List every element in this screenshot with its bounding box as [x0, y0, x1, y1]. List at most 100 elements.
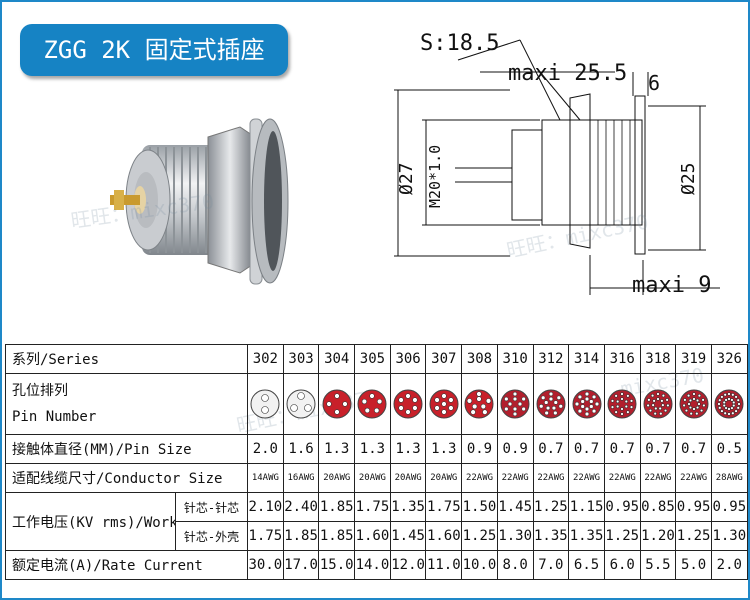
- voltage-cell: 1.85: [318, 521, 356, 551]
- series-cell: 303: [282, 344, 320, 374]
- pin-hole: [727, 407, 731, 411]
- pin-layout-icon: [679, 389, 709, 419]
- dim-diameter-25: Ø25: [678, 162, 699, 195]
- pin-layout-cell: [675, 373, 712, 435]
- pin-hole: [620, 392, 624, 396]
- pin-hole: [727, 397, 731, 401]
- pin-hole: [654, 406, 658, 411]
- pin-hole: [723, 411, 728, 415]
- pin-layout-cell: [568, 373, 605, 435]
- pin-hole: [731, 393, 735, 397]
- pin-hole: [441, 393, 447, 399]
- pin-hole: [656, 397, 660, 401]
- conductor-cell: 20AWG: [389, 463, 427, 493]
- pin-layout-cell: [282, 373, 320, 435]
- pin-hole: [398, 397, 404, 403]
- pin-layout-shell: [500, 389, 530, 419]
- pin-hole: [684, 408, 688, 413]
- voltage-cell: 0.95: [603, 492, 641, 522]
- dim-hex-size: S:18.5: [420, 31, 499, 56]
- conductor-cell: 20AWG: [425, 463, 463, 493]
- series-cell: 302: [247, 344, 284, 374]
- pin-size-cell: 0.7: [532, 434, 570, 464]
- pin-hole: [580, 404, 585, 409]
- pin-hole: [545, 405, 551, 411]
- pin-hole: [620, 397, 624, 401]
- current-row: 额定电流(A)/Rate Current 30.0 17.0 15.0 14.0…: [4, 550, 748, 580]
- pin-hole: [724, 398, 729, 402]
- pin-hole: [552, 410, 558, 416]
- pin-hole: [734, 409, 739, 413]
- connector-photo: [110, 118, 289, 285]
- dim-flange: 6: [648, 71, 660, 95]
- series-row: 系列/Series 302 303 304 305 306 307 308 31…: [4, 344, 748, 374]
- pin-layout-shell: [322, 389, 352, 419]
- pin-hole: [362, 398, 368, 405]
- pin-hole: [722, 403, 727, 408]
- pin-hole: [512, 396, 518, 402]
- series-cell: 305: [354, 344, 391, 374]
- page-title: ZGG 2K 固定式插座: [20, 24, 288, 76]
- voltage-cell: 2.40: [282, 492, 320, 522]
- dimension-drawing: S:18.5 maxi 25.5 6 Ø27 M20*1.0 Ø25 maxi …: [394, 31, 720, 298]
- pin-hole: [512, 391, 518, 397]
- pin-layout-cell: [318, 373, 356, 435]
- voltage-cell: 1.45: [496, 492, 534, 522]
- voltage-cell: 1.25: [461, 521, 498, 551]
- conductor-cell: 22AWG: [675, 463, 712, 493]
- pin-hole: [620, 412, 624, 416]
- pin-layout-icon: [357, 389, 387, 419]
- pin-layout-icon: [286, 389, 316, 419]
- pin-hole: [661, 393, 666, 398]
- pin-layout-icon: [393, 389, 423, 419]
- pin-hole: [538, 404, 544, 409]
- voltage-cell: 1.25: [532, 492, 570, 522]
- series-cell: 307: [425, 344, 463, 374]
- pin-hole: [630, 405, 634, 409]
- pin-hole: [727, 412, 731, 416]
- pin-hole: [691, 397, 696, 401]
- pin-size-cell: 2.0: [247, 434, 284, 464]
- pin-layout-row: 孔位排列 Pin Number: [4, 373, 748, 435]
- current-cell: 10.0: [461, 550, 498, 580]
- pin-hole: [584, 391, 589, 397]
- pin-size-label: 接触体直径(MM)/Pin Size: [4, 434, 249, 464]
- pin-hole: [584, 411, 589, 417]
- pin-size-cell: 1.3: [425, 434, 463, 464]
- pin-hole: [730, 398, 734, 402]
- pin-hole: [691, 392, 696, 396]
- pin-hole: [648, 408, 653, 413]
- conductor-cell: 20AWG: [354, 463, 391, 493]
- pin-hole: [441, 401, 447, 407]
- pin-hole: [297, 392, 305, 400]
- pin-layout-cell: [389, 373, 427, 435]
- pin-hole: [588, 399, 594, 404]
- pin-hole: [691, 407, 696, 411]
- voltage-sub-label: 针芯-针芯: [174, 492, 249, 522]
- pin-layout-cell: [639, 373, 677, 435]
- current-cell: 17.0: [282, 550, 320, 580]
- pin-hole: [434, 397, 440, 403]
- voltage-cell: 1.75: [354, 492, 391, 522]
- series-cell: 318: [639, 344, 677, 374]
- conductor-cell: 14AWG: [247, 463, 284, 493]
- series-cell: 306: [389, 344, 427, 374]
- conductor-cell: 22AWG: [496, 463, 534, 493]
- pin-layout-cell: [354, 373, 391, 435]
- pin-hole: [334, 409, 340, 415]
- pin-hole: [720, 409, 724, 413]
- pin-hole: [652, 399, 656, 403]
- pin-size-cell: 1.3: [354, 434, 391, 464]
- voltage-sub-label: 针芯-外壳: [174, 521, 249, 551]
- pin-size-cell: 0.5: [710, 434, 748, 464]
- pin-hole: [718, 406, 722, 410]
- pin-hole: [507, 401, 513, 407]
- pin-hole: [736, 406, 741, 410]
- pin-hole: [653, 411, 657, 416]
- conductor-label: 适配线缆尺寸/Conductor Size: [4, 463, 249, 493]
- pin-hole: [374, 407, 380, 414]
- pin-hole: [647, 398, 651, 402]
- pin-hole: [723, 393, 728, 397]
- pin-hole: [486, 398, 492, 404]
